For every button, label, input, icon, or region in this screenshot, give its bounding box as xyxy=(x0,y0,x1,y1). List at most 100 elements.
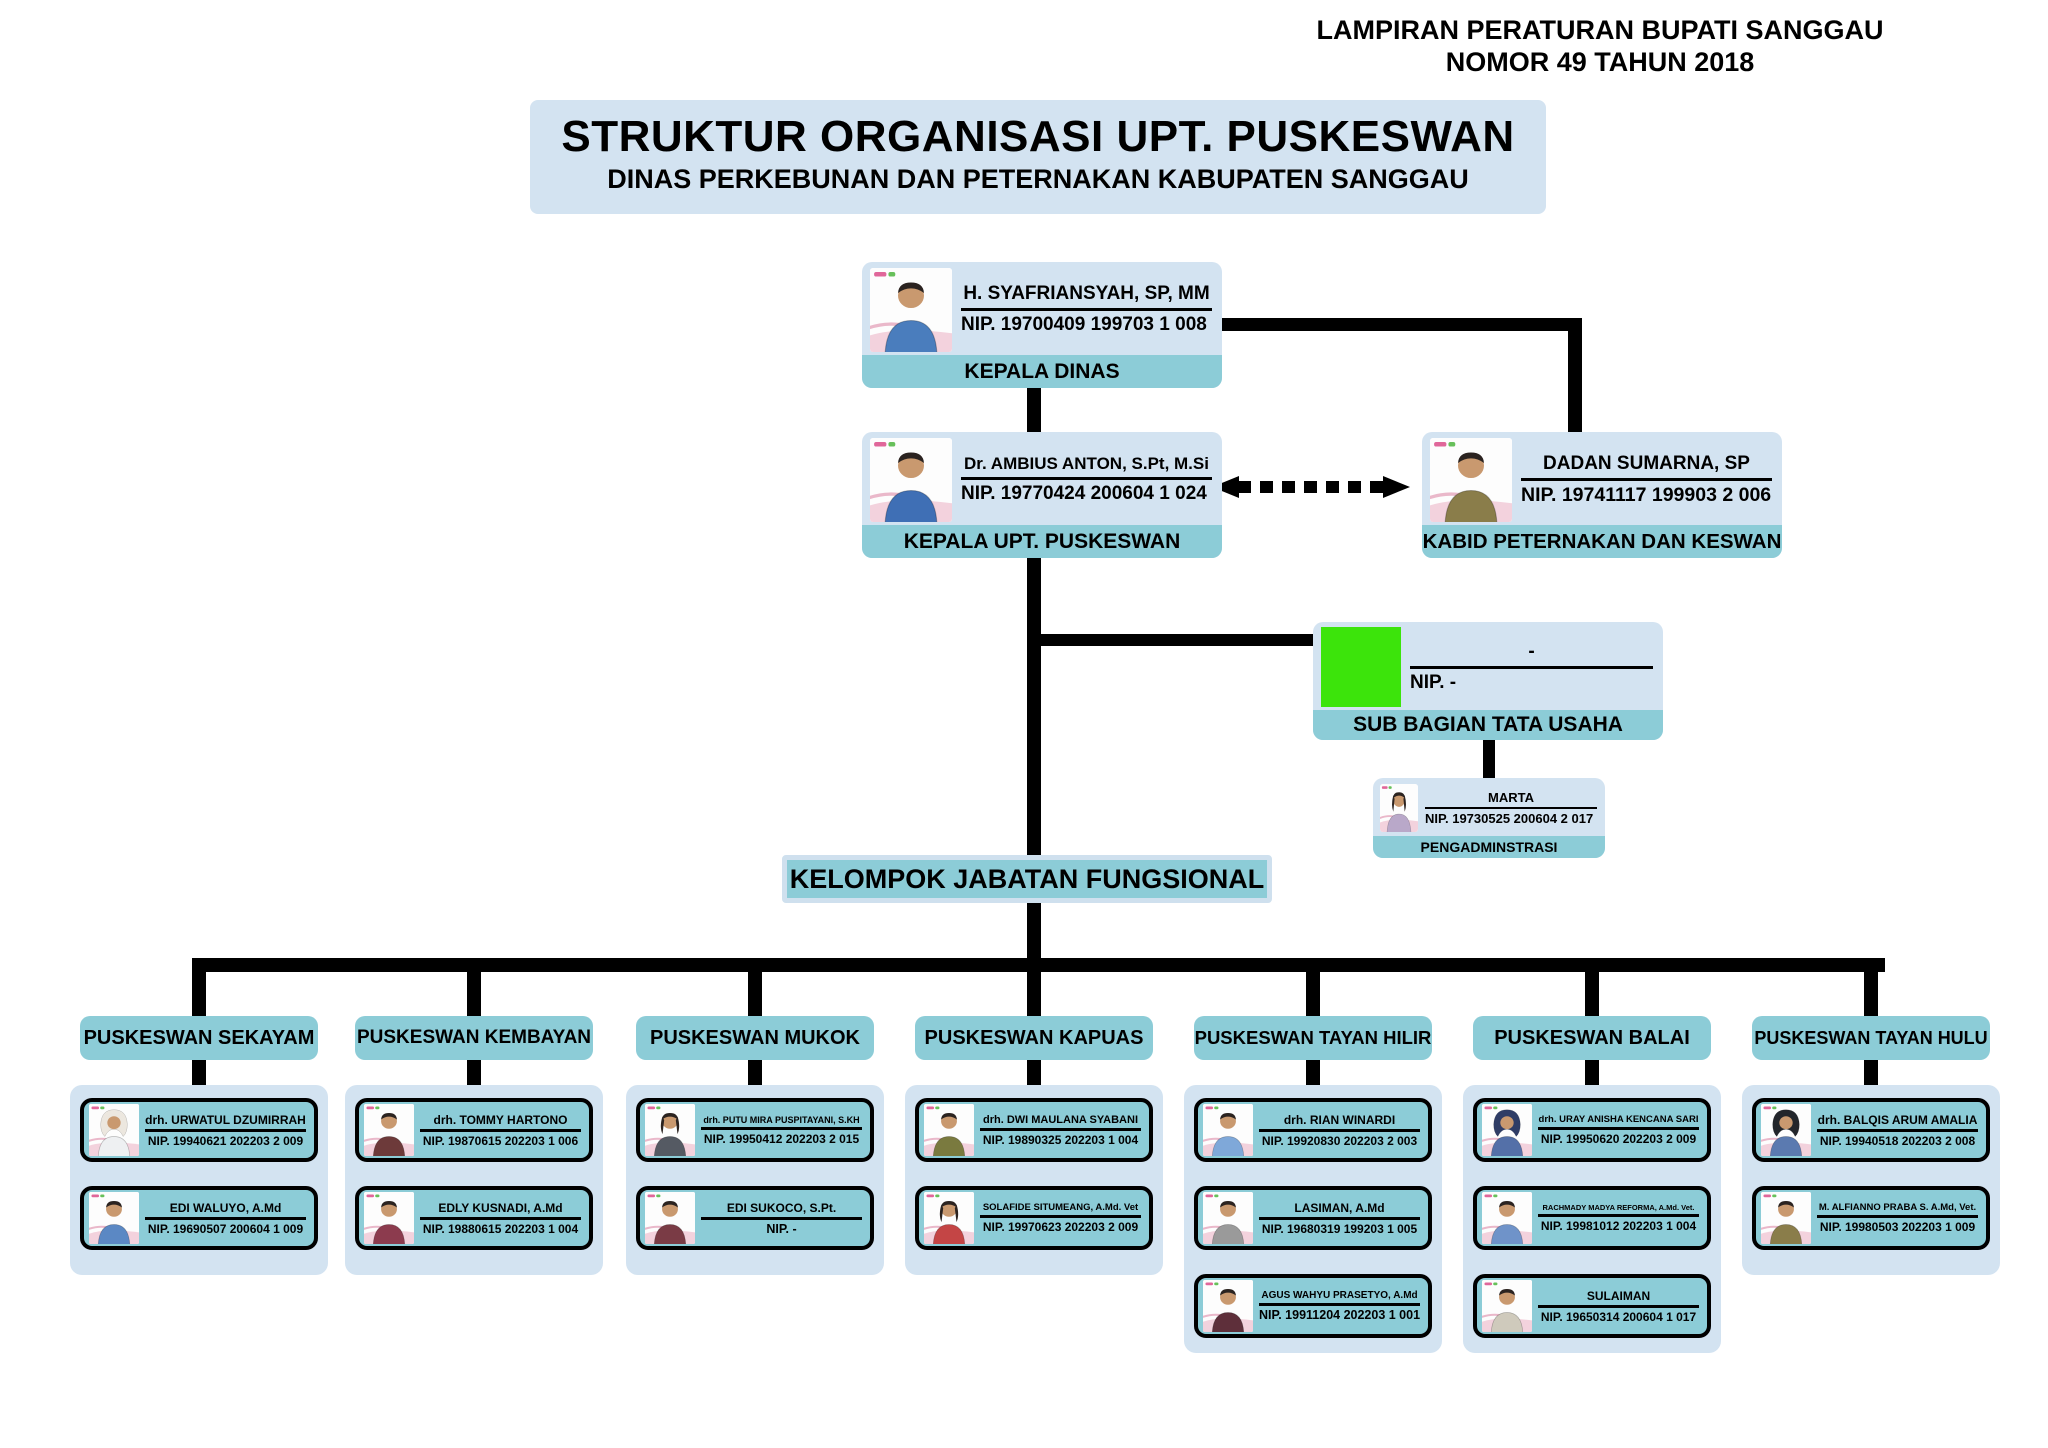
name-underline xyxy=(701,1216,862,1220)
column-header-0: PUSKESWAN SEKAYAM xyxy=(80,1016,318,1060)
card-kepala-upt: Dr. AMBIUS ANTON, S.Pt, M.Si NIP. 197704… xyxy=(862,432,1222,558)
name-underline xyxy=(980,1215,1141,1218)
connector-drop-2 xyxy=(748,958,762,1016)
column-box-1: drh. TOMMY HARTONO NIP. 19870615 202203 … xyxy=(345,1085,603,1275)
name-underline xyxy=(1538,1304,1699,1308)
connector-kepala-dinas-to-upt xyxy=(1027,388,1041,434)
staff-name: LASIMAN, A.Md xyxy=(1294,1200,1385,1215)
connector-drop-4 xyxy=(1306,958,1320,1016)
name-underline xyxy=(1817,1215,1978,1218)
connector-kepala-dinas-right-horizontal xyxy=(1222,318,1582,331)
connector-sub-bagian-to-pengadministrasi xyxy=(1483,740,1495,780)
staff-nip: NIP. 19650314 200604 1 017 xyxy=(1540,1309,1697,1324)
staff-photo xyxy=(364,1104,414,1156)
staff-nip: NIP. 19970623 202203 2 009 xyxy=(982,1220,1139,1234)
name-underline xyxy=(1410,665,1653,669)
pengadministrasi-photo xyxy=(1380,784,1418,832)
name-underline xyxy=(1425,807,1597,809)
sub-bagian-name: - xyxy=(1528,640,1535,662)
staff-nip: NIP. 19920830 202203 2 003 xyxy=(1261,1133,1418,1148)
kepala-dinas-photo xyxy=(870,267,952,352)
column-header-1: PUSKESWAN KEMBAYAN xyxy=(355,1016,593,1060)
name-underline xyxy=(1259,1303,1420,1306)
staff-photo xyxy=(1761,1192,1811,1244)
staff-photo xyxy=(1482,1104,1532,1156)
column-box-3: drh. DWI MAULANA SYABANI NIP. 19890325 2… xyxy=(905,1085,1163,1275)
staff-name: SULAIMAN xyxy=(1586,1288,1651,1303)
card-pengadministrasi: MARTA NIP. 19730525 200604 2 017 PENGADM… xyxy=(1373,778,1605,858)
name-underline xyxy=(1259,1128,1420,1132)
connector-drop-3 xyxy=(1027,958,1041,1016)
staff-name: EDI WALUYO, A.Md xyxy=(169,1200,282,1215)
name-underline xyxy=(1817,1128,1978,1132)
dashed-coordination-arrow xyxy=(1212,476,1410,498)
staff-photo xyxy=(89,1192,139,1244)
staff-name: AGUS WAHYU PRASETYO, A.Md xyxy=(1261,1290,1418,1301)
connector-header-drop-5 xyxy=(1585,1060,1599,1086)
regulation-note-line2: NOMOR 49 TAHUN 2018 xyxy=(1445,47,1755,78)
staff-name: drh. URAY ANISHA KENCANA SARI xyxy=(1538,1114,1699,1125)
staff-nip: NIP. 19980503 202203 1 009 xyxy=(1819,1220,1976,1234)
staff-nip: NIP. 19950620 202203 2 009 xyxy=(1540,1132,1697,1146)
name-underline xyxy=(961,477,1212,480)
sub-bagian-role: SUB BAGIAN TATA USAHA xyxy=(1313,710,1663,740)
staff-photo xyxy=(1203,1280,1253,1332)
name-underline xyxy=(980,1127,1141,1131)
kepala-dinas-role: KEPALA DINAS xyxy=(862,355,1222,388)
name-underline xyxy=(420,1216,581,1220)
staff-card: LASIMAN, A.Md NIP. 19680319 199203 1 005 xyxy=(1194,1186,1432,1250)
staff-card: SULAIMAN NIP. 19650314 200604 1 017 xyxy=(1473,1274,1711,1338)
pengadministrasi-role: PENGADMINSTRASI xyxy=(1373,836,1605,858)
staff-nip: NIP. 19880615 202203 1 004 xyxy=(422,1221,579,1236)
kepala-upt-role: KEPALA UPT. PUSKESWAN xyxy=(862,525,1222,558)
staff-card: AGUS WAHYU PRASETYO, A.Md NIP. 19911204 … xyxy=(1194,1274,1432,1338)
kepala-dinas-name: H. SYAFRIANSYAH, SP, MM xyxy=(963,283,1210,304)
column-header-6: PUSKESWAN TAYAN HULU xyxy=(1752,1016,1990,1060)
staff-nip: NIP. 19890325 202203 1 004 xyxy=(982,1132,1139,1147)
kabid-photo xyxy=(1430,437,1512,522)
kepala-upt-nip: NIP. 19770424 200604 1 024 xyxy=(961,483,1207,504)
name-underline xyxy=(145,1216,306,1220)
kabid-name: DADAN SUMARNA, SP xyxy=(1543,452,1750,474)
staff-card: RACHMADY MADYA REFORMA, A.Md. Vet. NIP. … xyxy=(1473,1186,1711,1250)
connector-branch-sub-bagian xyxy=(1034,634,1315,646)
name-underline xyxy=(420,1128,581,1132)
staff-card: drh. BALQIS ARUM AMALIA NIP. 19940518 20… xyxy=(1752,1098,1990,1162)
staff-card: drh. PUTU MIRA PUSPITAYANI, S.KH NIP. 19… xyxy=(636,1098,874,1162)
column-box-2: drh. PUTU MIRA PUSPITAYANI, S.KH NIP. 19… xyxy=(626,1085,884,1275)
staff-name: M. ALFIANNO PRABA S. A.Md, Vet. xyxy=(1818,1202,1977,1213)
staff-photo xyxy=(645,1104,695,1156)
staff-nip: NIP. - xyxy=(766,1221,797,1236)
staff-name: drh. TOMMY HARTONO xyxy=(433,1112,568,1127)
staff-nip: NIP. 19870615 202203 1 006 xyxy=(422,1133,579,1148)
kelompok-jabatan-fungsional-box: KELOMPOK JABATAN FUNGSIONAL xyxy=(782,855,1272,903)
connector-header-drop-3 xyxy=(1027,1060,1041,1086)
staff-photo xyxy=(1482,1192,1532,1244)
staff-name: drh. URWATUL DZUMIRRAH xyxy=(145,1112,306,1127)
card-kepala-dinas: H. SYAFRIANSYAH, SP, MM NIP. 19700409 19… xyxy=(862,262,1222,388)
sub-bagian-nip: NIP. - xyxy=(1410,671,1457,693)
column-box-5: drh. URAY ANISHA KENCANA SARI NIP. 19950… xyxy=(1463,1085,1721,1353)
connector-drop-1 xyxy=(467,958,481,1016)
staff-name: drh. DWI MAULANA SYABANI xyxy=(982,1113,1138,1126)
staff-card: drh. TOMMY HARTONO NIP. 19870615 202203 … xyxy=(355,1098,593,1162)
column-header-5: PUSKESWAN BALAI xyxy=(1473,1016,1711,1060)
kepala-upt-name: Dr. AMBIUS ANTON, S.Pt, M.Si xyxy=(964,454,1209,473)
staff-nip: NIP. 19680319 199203 1 005 xyxy=(1261,1221,1418,1236)
staff-photo xyxy=(1761,1104,1811,1156)
staff-photo xyxy=(89,1104,139,1156)
staff-nip: NIP. 19940518 202203 2 008 xyxy=(1819,1133,1976,1148)
connector-drop-5 xyxy=(1585,958,1599,1016)
kabid-nip: NIP. 19741117 199903 2 006 xyxy=(1521,483,1772,506)
name-underline xyxy=(961,308,1212,311)
title-box: STRUKTUR ORGANISASI UPT. PUSKESWAN DINAS… xyxy=(530,100,1546,214)
staff-photo xyxy=(364,1192,414,1244)
connector-header-drop-6 xyxy=(1864,1060,1878,1086)
kepala-dinas-nip: NIP. 19700409 199703 1 008 xyxy=(961,314,1207,335)
regulation-note-line1: LAMPIRAN PERATURAN BUPATI SANGGAU xyxy=(1316,15,1884,45)
connector-drop-0 xyxy=(192,958,206,1016)
connector-main-trunk xyxy=(1027,556,1041,972)
column-box-4: drh. RIAN WINARDI NIP. 19920830 202203 2… xyxy=(1184,1085,1442,1353)
staff-name: EDLY KUSNADI, A.Md xyxy=(438,1200,563,1215)
kabid-role: KABID PETERNAKAN DAN KESWAN xyxy=(1422,525,1782,558)
